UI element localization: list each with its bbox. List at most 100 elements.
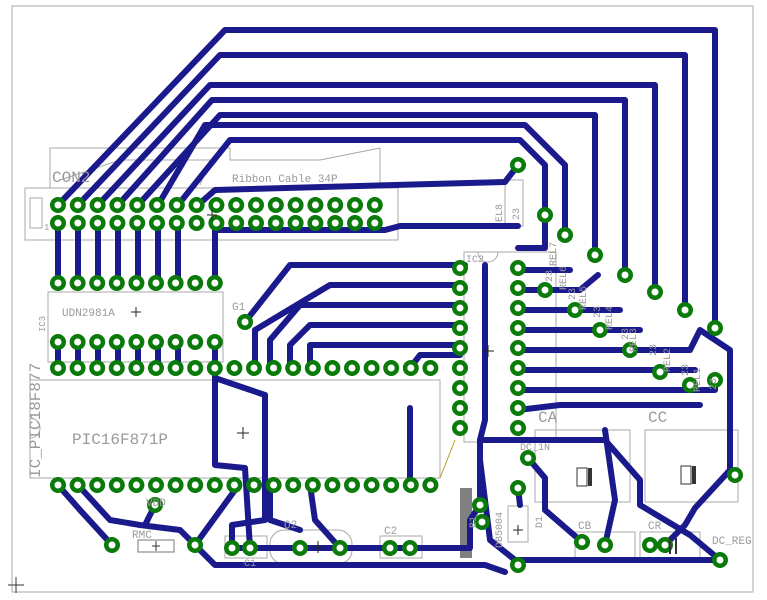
ca-label: CA bbox=[538, 409, 558, 427]
pad bbox=[592, 322, 608, 338]
dc1n-label: DC_1N bbox=[520, 443, 550, 454]
pad bbox=[208, 197, 225, 213]
pad bbox=[292, 540, 308, 556]
d1-label: D1 bbox=[535, 516, 546, 528]
pad bbox=[108, 360, 125, 376]
pad bbox=[89, 334, 106, 350]
pad bbox=[129, 197, 146, 213]
cc-outline bbox=[644, 429, 739, 503]
udn-label: UDN2981A bbox=[62, 308, 115, 320]
rel1-value: 23 bbox=[709, 378, 720, 390]
pad bbox=[50, 215, 66, 231]
pad bbox=[557, 227, 573, 243]
rel7-label: REL7 bbox=[549, 242, 560, 266]
pad bbox=[188, 197, 205, 213]
pad bbox=[228, 197, 245, 213]
pad bbox=[248, 215, 264, 231]
pic-notch bbox=[29, 417, 41, 439]
pad bbox=[452, 420, 468, 436]
pad bbox=[707, 320, 723, 336]
rel3-label: REL3 bbox=[629, 328, 640, 352]
pad bbox=[574, 534, 590, 550]
cr-label: CR bbox=[648, 521, 662, 533]
pad bbox=[287, 215, 304, 231]
b1-label: B1 bbox=[469, 516, 480, 528]
board-outline bbox=[11, 5, 754, 593]
pad bbox=[208, 215, 225, 231]
pad bbox=[510, 320, 526, 336]
pad bbox=[452, 360, 468, 376]
pad bbox=[452, 280, 468, 296]
pad bbox=[167, 477, 184, 493]
pad bbox=[642, 537, 658, 553]
pad bbox=[510, 260, 526, 276]
pad bbox=[622, 342, 638, 358]
pad bbox=[148, 360, 164, 376]
pad bbox=[510, 380, 526, 396]
pad bbox=[248, 197, 264, 213]
pad bbox=[206, 360, 223, 376]
vdd-label: VDD bbox=[146, 498, 166, 510]
rmc-label: RMC bbox=[132, 530, 152, 542]
pad bbox=[567, 302, 583, 318]
rel5-value: 23 bbox=[593, 306, 604, 318]
pic-label: PIC16F871P bbox=[72, 431, 168, 449]
rmc-resistor-symbol bbox=[137, 539, 175, 553]
pad bbox=[109, 197, 126, 213]
pad bbox=[617, 267, 633, 283]
pad bbox=[147, 497, 163, 513]
pad bbox=[422, 360, 439, 376]
pad bbox=[228, 215, 245, 231]
rel2-value: 23 bbox=[681, 364, 692, 376]
pad bbox=[363, 360, 380, 376]
pin1-label: 1 bbox=[44, 223, 49, 233]
pad bbox=[452, 380, 468, 396]
pad bbox=[366, 215, 383, 231]
pad bbox=[69, 215, 86, 231]
pad bbox=[510, 280, 526, 296]
origin-marks bbox=[131, 210, 523, 553]
pad bbox=[520, 450, 536, 466]
pad bbox=[537, 282, 553, 298]
pad bbox=[383, 477, 400, 493]
pad bbox=[510, 480, 526, 496]
pad bbox=[647, 284, 663, 300]
pad bbox=[187, 334, 204, 350]
pad bbox=[327, 215, 344, 231]
pad bbox=[285, 477, 302, 493]
pad bbox=[206, 275, 223, 291]
rel1-label: REL1 bbox=[693, 368, 704, 392]
pad bbox=[510, 157, 526, 173]
pad bbox=[148, 477, 164, 493]
pad bbox=[727, 467, 743, 483]
pad bbox=[307, 197, 324, 213]
pad bbox=[383, 360, 400, 376]
cc-capacitor-symbol bbox=[680, 465, 696, 485]
pad bbox=[206, 334, 223, 350]
c2-label: C2 bbox=[384, 526, 397, 538]
pad bbox=[682, 377, 698, 393]
airwire bbox=[439, 439, 456, 479]
pad bbox=[267, 197, 284, 213]
pad bbox=[108, 477, 125, 493]
pad bbox=[128, 275, 145, 291]
pad bbox=[128, 334, 145, 350]
pad bbox=[327, 197, 344, 213]
pad bbox=[452, 400, 468, 416]
pad bbox=[108, 334, 125, 350]
pad bbox=[267, 215, 284, 231]
pad bbox=[510, 300, 526, 316]
pad bbox=[187, 477, 204, 493]
pad bbox=[89, 197, 106, 213]
pad bbox=[69, 197, 86, 213]
ic2-label: IC2 bbox=[466, 255, 484, 266]
pad bbox=[168, 197, 185, 213]
pad bbox=[265, 360, 282, 376]
cr-capacitor-symbol bbox=[669, 538, 677, 554]
pad bbox=[324, 360, 341, 376]
pad bbox=[128, 360, 145, 376]
pad bbox=[246, 360, 262, 376]
pad bbox=[50, 275, 66, 291]
pad bbox=[422, 477, 439, 493]
